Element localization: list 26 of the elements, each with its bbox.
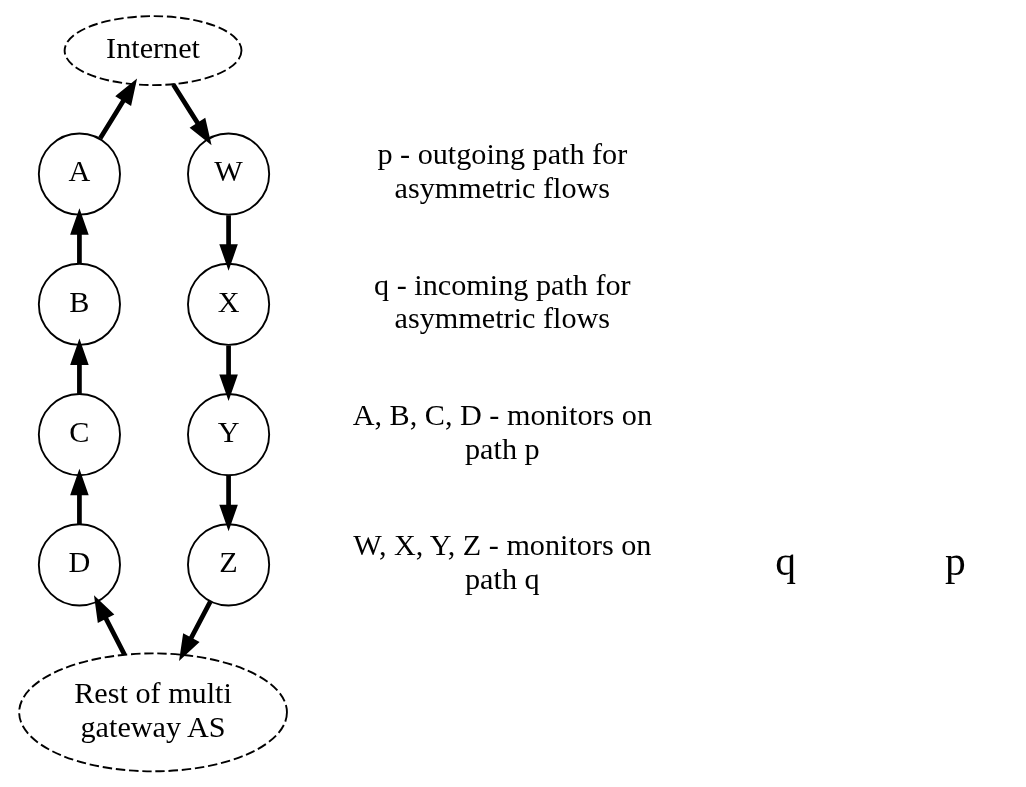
label: W, X, Y, Z - monitors on path q: [353, 528, 652, 597]
node-circle: B: [37, 262, 121, 346]
node-circle: W: [187, 132, 271, 216]
label: p: [945, 538, 966, 585]
arrow: [219, 215, 238, 271]
arrow: [70, 468, 89, 525]
arrow: [94, 595, 127, 656]
label: A, B, C, D - monitors on path p: [352, 397, 653, 466]
node-circle: A: [37, 132, 121, 216]
arrow: [219, 345, 238, 401]
arrow: [171, 83, 212, 146]
node-circle: X: [187, 262, 271, 346]
node-ellipse: Rest of multi gateway AS: [18, 652, 288, 773]
arrow: [70, 338, 89, 394]
label: q - incoming path for asymmetric flows: [374, 267, 631, 336]
node-circle: Y: [187, 393, 271, 477]
node-ellipse: Internet: [63, 15, 243, 87]
arrow: [70, 208, 89, 264]
arrow: [98, 78, 138, 140]
node-circle: D: [37, 523, 121, 607]
label: p - outgoing path for asymmetric flows: [377, 137, 628, 206]
node-circle: Z: [187, 523, 271, 607]
node-circle: C: [37, 393, 121, 477]
label: q: [775, 538, 796, 585]
arrow: [219, 475, 238, 532]
arrow: [179, 600, 213, 661]
